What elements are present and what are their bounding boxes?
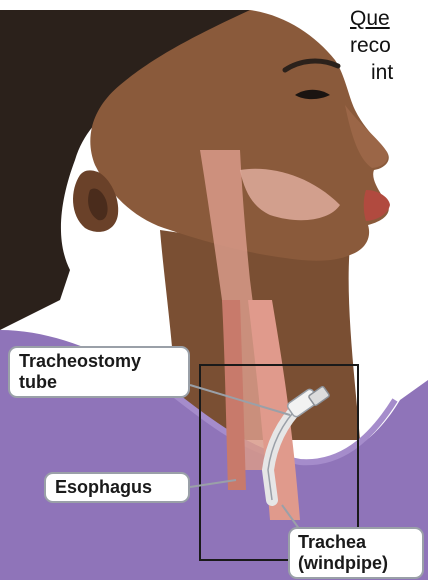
label-esophagus: Esophagus [44, 472, 190, 503]
header-line-1: Que [350, 8, 390, 29]
header-line-3: int [371, 62, 393, 83]
label-trachea: Trachea (windpipe) [288, 527, 424, 579]
lips [364, 190, 390, 221]
label-tracheostomy-line1: Tracheostomy [19, 351, 179, 372]
label-tracheostomy-line2: tube [19, 372, 179, 393]
label-trachea-line2: (windpipe) [298, 553, 414, 574]
label-trachea-line1: Trachea [298, 532, 414, 553]
label-tracheostomy-tube: Tracheostomy tube [8, 346, 190, 398]
header-line-2: reco [350, 35, 391, 56]
